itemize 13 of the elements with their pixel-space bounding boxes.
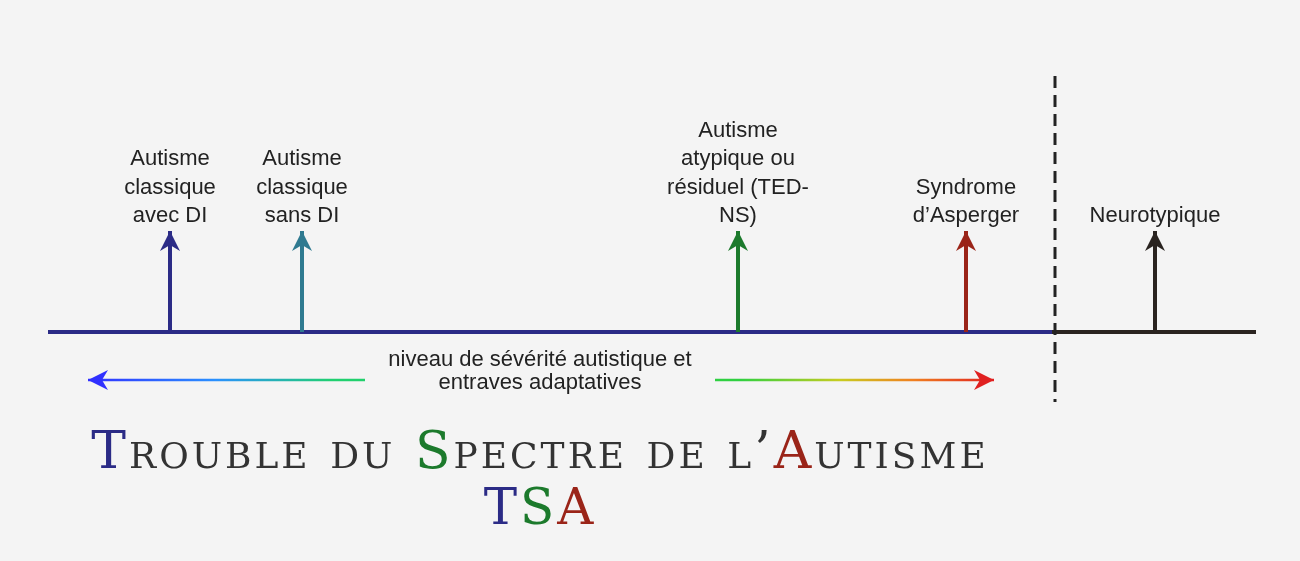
subtitle: TSA [482,478,598,536]
category-label: Autisme classique avec DI [110,144,230,230]
category-label: Autisme classique sans DI [242,144,362,230]
category-label: Autisme atypique ou résiduel (TED-NS) [663,115,813,230]
title: Trouble du Spectre de l’Autisme [90,420,990,480]
arrow [956,231,976,332]
category-label: Syndrome d’Asperger [891,172,1041,230]
arrow [728,231,748,332]
arrow [292,231,312,332]
axis-caption: niveau de sévérité autistique et entraves adaptatives [365,347,715,394]
arrow [160,231,180,332]
arrow [1145,231,1165,332]
category-label: Neurotypique [1065,201,1245,230]
